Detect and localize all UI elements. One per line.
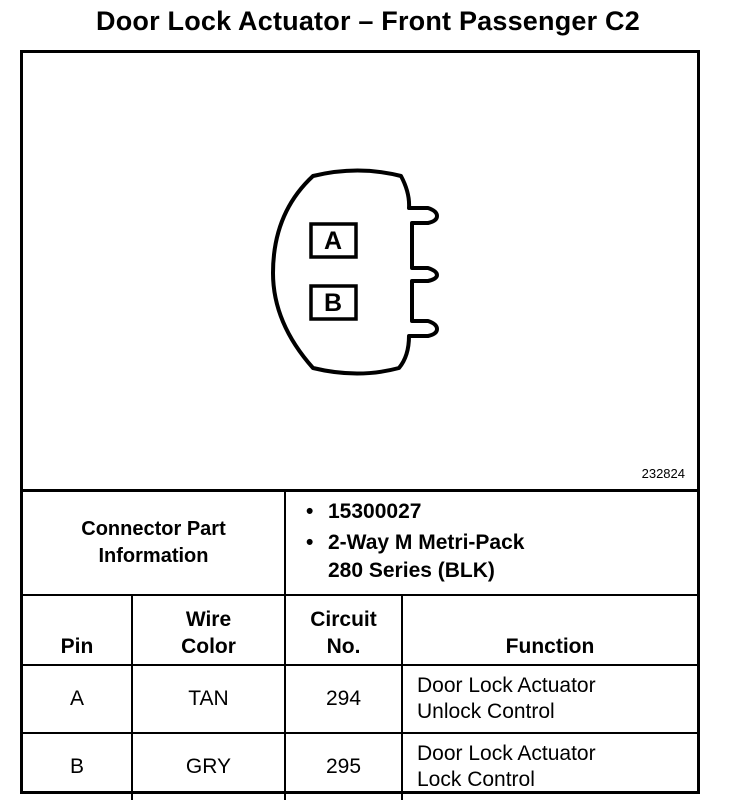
row-a-wire-color: TAN	[131, 664, 286, 734]
row-b-function: Door Lock Actuator Lock Control	[400, 732, 698, 800]
row-b-function-line1: Door Lock Actuator	[417, 742, 596, 765]
connector-info-label: Connector Part Information	[23, 492, 286, 596]
table-header-row: Pin Wire Color Circuit No. Function	[23, 594, 698, 666]
pin-b-label: B	[323, 289, 343, 317]
row-a-function-line1: Door Lock Actuator	[417, 674, 596, 697]
connector-info-label-line2: Information	[98, 545, 209, 567]
header-function: Function	[400, 594, 698, 666]
connector-face-drawing	[271, 168, 439, 376]
row-a-pin: A	[23, 664, 133, 734]
connector-info-row: Connector Part Information 15300027 2-Wa…	[23, 492, 698, 596]
connector-diagram: A B 232824	[23, 53, 697, 492]
header-wire-color-line1: Wire	[185, 608, 232, 631]
row-b-wire-color: GRY	[131, 732, 286, 800]
header-pin: Pin	[23, 594, 133, 666]
connector-table: Connector Part Information 15300027 2-Wa…	[23, 492, 698, 800]
header-wire-color-line2: Color	[181, 635, 236, 658]
row-a-function: Door Lock Actuator Unlock Control	[400, 664, 698, 734]
header-circuit-line2: No.	[326, 635, 361, 658]
header-circuit: Circuit No.	[284, 594, 403, 666]
row-a-circuit: 294	[284, 664, 403, 734]
pin-a-label: A	[323, 227, 343, 255]
row-b-function-line2: Lock Control	[417, 768, 535, 791]
page-title: Door Lock Actuator – Front Passenger C2	[96, 6, 640, 36]
connector-type-line1: 2-Way M Metri-Pack	[328, 531, 525, 554]
table-row: A TAN 294 Door Lock Actuator Unlock Cont…	[23, 664, 698, 734]
part-number: 15300027	[306, 498, 697, 526]
connector-type-line2: 280 Series (BLK)	[328, 559, 495, 582]
row-a-function-line2: Unlock Control	[417, 700, 555, 723]
connector-info-label-line1: Connector Part	[81, 518, 226, 540]
row-b-pin: B	[23, 732, 133, 800]
connector-info-values: 15300027 2-Way M Metri-Pack 280 Series (…	[283, 492, 698, 596]
header-circuit-line1: Circuit	[310, 608, 377, 631]
connector-sheet: A B 232824 Connector Part Information 15…	[20, 50, 700, 800]
table-row: B GRY 295 Door Lock Actuator Lock Contro…	[23, 732, 698, 800]
pin-a-cavity	[309, 222, 358, 259]
connector-housing-outline	[271, 168, 439, 376]
figure-id: 232824	[641, 466, 685, 481]
connector-type: 2-Way M Metri-Pack 280 Series (BLK)	[306, 529, 697, 585]
row-b-circuit: 295	[284, 732, 403, 800]
header-wire-color: Wire Color	[131, 594, 286, 666]
pin-b-cavity	[309, 284, 358, 321]
